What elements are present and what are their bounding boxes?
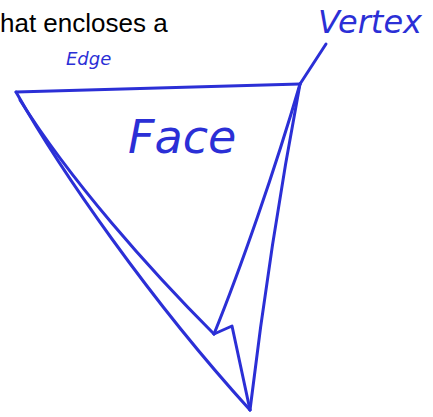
right-edge: [250, 84, 300, 410]
edge-label: Edge: [66, 50, 111, 68]
inner-edge: [214, 326, 250, 410]
vertex-pointer: [300, 44, 326, 84]
caption-fragment: hat encloses a: [0, 10, 168, 36]
left-edge: [16, 92, 250, 410]
vertex-label: Vertex: [318, 6, 422, 38]
top-edge: [16, 84, 300, 92]
face-label: Face: [128, 114, 236, 160]
